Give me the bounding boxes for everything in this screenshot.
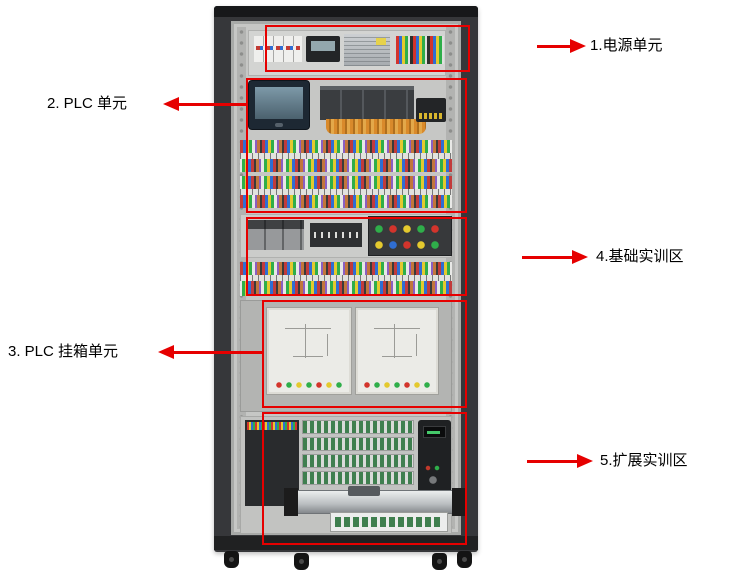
relay-block bbox=[310, 223, 362, 247]
slide-end-block-left bbox=[284, 488, 298, 516]
callout-arrow-basic-head bbox=[572, 250, 588, 264]
callout-arrow-plc-line bbox=[179, 103, 246, 106]
caster-wheel bbox=[294, 553, 309, 570]
callout-arrow-hangbox-head bbox=[158, 345, 174, 359]
wire-bundle bbox=[240, 262, 452, 275]
annotation-label-hanging-box-unit: 3. PLC 挂箱单元 bbox=[8, 343, 119, 360]
wire-bundle bbox=[240, 195, 452, 208]
caster-wheel bbox=[432, 553, 447, 570]
power-terminal-block bbox=[396, 36, 444, 64]
annotation-label-plc-unit: 2. PLC 单元 bbox=[47, 95, 128, 112]
expansion-terminal-strip bbox=[302, 471, 414, 485]
expansion-terminal-strip bbox=[302, 420, 414, 434]
annotation-box-hanging-box bbox=[262, 300, 467, 408]
terminal-strip-row-1 bbox=[240, 140, 452, 172]
hanging-box-panel-left bbox=[266, 307, 352, 395]
circuit-breakers bbox=[254, 36, 302, 62]
terminal-board bbox=[330, 512, 448, 532]
callout-arrow-basic-line bbox=[522, 256, 572, 259]
callout-arrow-expansion-line bbox=[527, 460, 577, 463]
power-supply bbox=[344, 34, 390, 66]
terminal-strip-row-3 bbox=[240, 262, 452, 296]
terminal-marker-strip bbox=[240, 153, 452, 159]
annotation-box-plc-unit bbox=[246, 78, 467, 213]
annotation-box-expansion bbox=[262, 412, 467, 545]
slide-end-block-right bbox=[452, 488, 466, 516]
contactor-group bbox=[248, 220, 304, 250]
network-switch bbox=[416, 98, 446, 122]
cabinet-top-cap bbox=[214, 6, 478, 17]
caster-wheel bbox=[457, 551, 472, 568]
indicator-lights-left bbox=[274, 381, 344, 389]
indicator-lights-right bbox=[362, 381, 432, 389]
terminal-marker-strip bbox=[240, 189, 452, 195]
callout-arrow-expansion-head bbox=[577, 454, 593, 468]
annotation-label-power-unit: 1.电源单元 bbox=[590, 37, 663, 54]
callout-arrow-power-line bbox=[537, 45, 570, 48]
plc-module-rack bbox=[320, 86, 414, 120]
wire-bundle bbox=[240, 140, 452, 153]
hmi-screen bbox=[255, 87, 303, 119]
terminal-marker-strip bbox=[240, 275, 452, 281]
hmi-button bbox=[275, 123, 283, 127]
plc-wiring-bundle bbox=[326, 119, 426, 134]
hanging-box-panel-right bbox=[355, 307, 439, 395]
pushbutton-indicator-panel bbox=[368, 216, 452, 256]
callout-arrow-plc-head bbox=[163, 97, 179, 111]
callout-arrow-hangbox-line bbox=[174, 351, 262, 354]
vfd-display bbox=[423, 426, 446, 438]
terminal-strip-row-2 bbox=[240, 176, 452, 208]
power-meter bbox=[306, 36, 340, 62]
callout-arrow-power-head bbox=[570, 39, 586, 53]
annotation-box-basic-training bbox=[246, 217, 467, 296]
slide-carriage bbox=[348, 486, 380, 496]
annotation-label-expansion-training-area: 5.扩展实训区 bbox=[600, 452, 688, 469]
expansion-terminal-strip bbox=[302, 437, 414, 451]
caster-wheel bbox=[224, 551, 239, 568]
annotation-box-power-unit bbox=[265, 25, 470, 72]
annotation-label-basic-training-area: 4.基础实训区 bbox=[596, 248, 684, 265]
expansion-terminal-strip bbox=[302, 454, 414, 468]
